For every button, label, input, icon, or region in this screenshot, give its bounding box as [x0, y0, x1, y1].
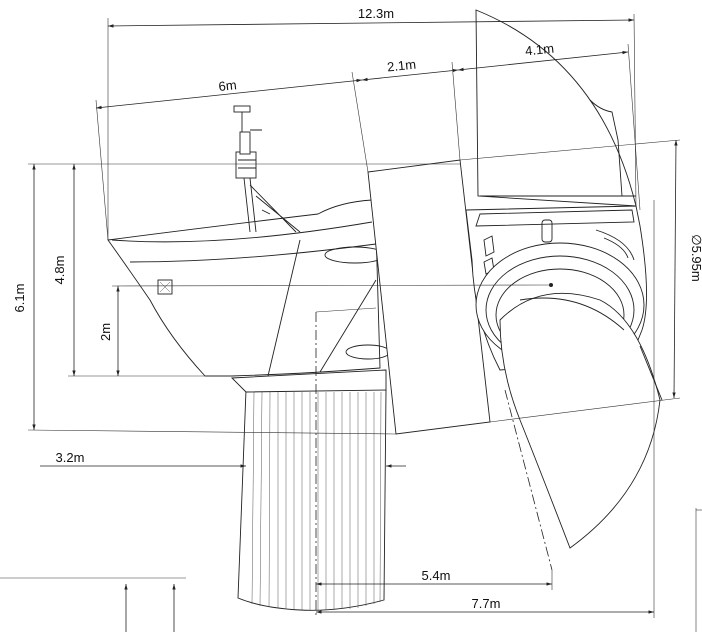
- label-overall-length: 12.3m: [358, 6, 394, 21]
- dimension-lines: [0, 13, 702, 632]
- label-rotor-diameter: ∅5.95m: [689, 234, 702, 281]
- label-blade-root-length: 4.1m: [524, 41, 554, 59]
- label-hub-length: 2.1m: [386, 57, 416, 75]
- label-nacelle-height: 4.8m: [52, 256, 67, 285]
- nacelle: [107, 199, 391, 377]
- label-total-height: 6.1m: [12, 284, 27, 313]
- label-overhang-outer: 7.7m: [472, 596, 501, 611]
- label-nacelle-length: 6m: [218, 77, 238, 94]
- anemometer-mast: [233, 105, 301, 233]
- blade-upper: [475, 9, 637, 207]
- label-overhang-inner: 5.4m: [422, 568, 451, 583]
- blade-lower: [499, 292, 663, 571]
- tower: [230, 369, 387, 611]
- label-lower-height: 2m: [98, 323, 113, 341]
- label-tower-diameter: 3.2m: [56, 450, 85, 465]
